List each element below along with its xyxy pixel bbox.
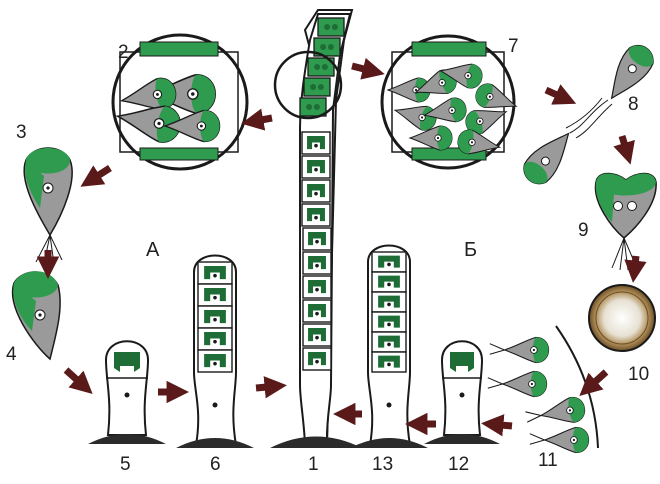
label-cycle-a: А [146,239,160,261]
arrow-6-to-1 [256,386,278,388]
young-filament-cell [372,292,406,312]
arrow-to-2 [250,118,272,122]
zoospore-cell-magnified [113,35,247,169]
filament-cell [303,228,331,250]
label-3: 3 [16,122,27,143]
young-filament-cell [372,312,406,332]
young-filament-cell [372,352,406,372]
filament-cell [302,132,330,154]
arrow-4-to-5 [66,370,86,388]
arrow-7-to-8 [546,90,568,100]
filament-cell [303,252,331,274]
gamete-cell-magnified [382,36,520,168]
filament-cell [302,180,330,202]
arrow-to-7 [352,66,376,72]
meiospore [488,371,547,396]
label-9: 9 [578,220,589,241]
young-filament-cell [198,306,232,328]
label-8: 8 [628,94,639,115]
germling-5 [88,341,166,444]
fused-gametes [595,174,656,271]
arrow-2-to-3 [88,168,110,182]
filament-sporangium-cell [304,78,330,96]
filament-sporangium-cell [300,98,326,116]
label-6: 6 [210,454,221,475]
arrow-10-to-11 [586,372,606,390]
settling-zoospore [13,271,61,359]
filament-cell [302,204,330,226]
meiospore [490,337,549,362]
label-2: 2 [118,42,129,63]
filament-cell [302,156,330,178]
young-filament-6 [176,256,254,449]
central-filament [270,10,362,448]
label-10: 10 [628,364,649,385]
arrow-8-to-9 [622,136,628,156]
young-filament-cell [372,272,406,292]
filament-cell [303,300,331,322]
filament-cell [303,324,331,346]
young-filament-13 [350,246,428,449]
zygote [589,285,655,351]
meiospore [530,427,589,452]
single-zoospore [24,148,72,264]
label-12: 12 [448,454,469,475]
label-4: 4 [6,344,17,365]
label-13: 13 [372,454,393,475]
filament-sporangium-cell [318,18,344,36]
meiospore [524,395,586,430]
label-5: 5 [120,454,131,475]
filament-cell [303,276,331,298]
filament-holdfast [270,437,362,449]
germling-12 [424,341,500,444]
young-filament-cell [372,332,406,352]
arrow-9-to-10 [634,256,636,274]
young-filament-cell [198,328,232,350]
young-filament-cell [198,262,232,284]
label-11: 11 [538,450,558,471]
label-7: 7 [508,36,519,57]
label-cycle-b: Б [464,239,477,261]
arrow-11-to-12 [490,424,512,426]
young-filament-cell [372,252,406,272]
young-filament-cell [198,350,232,372]
filament-cell [303,348,331,370]
label-1: 1 [308,454,319,475]
young-filament-cell [198,284,232,306]
